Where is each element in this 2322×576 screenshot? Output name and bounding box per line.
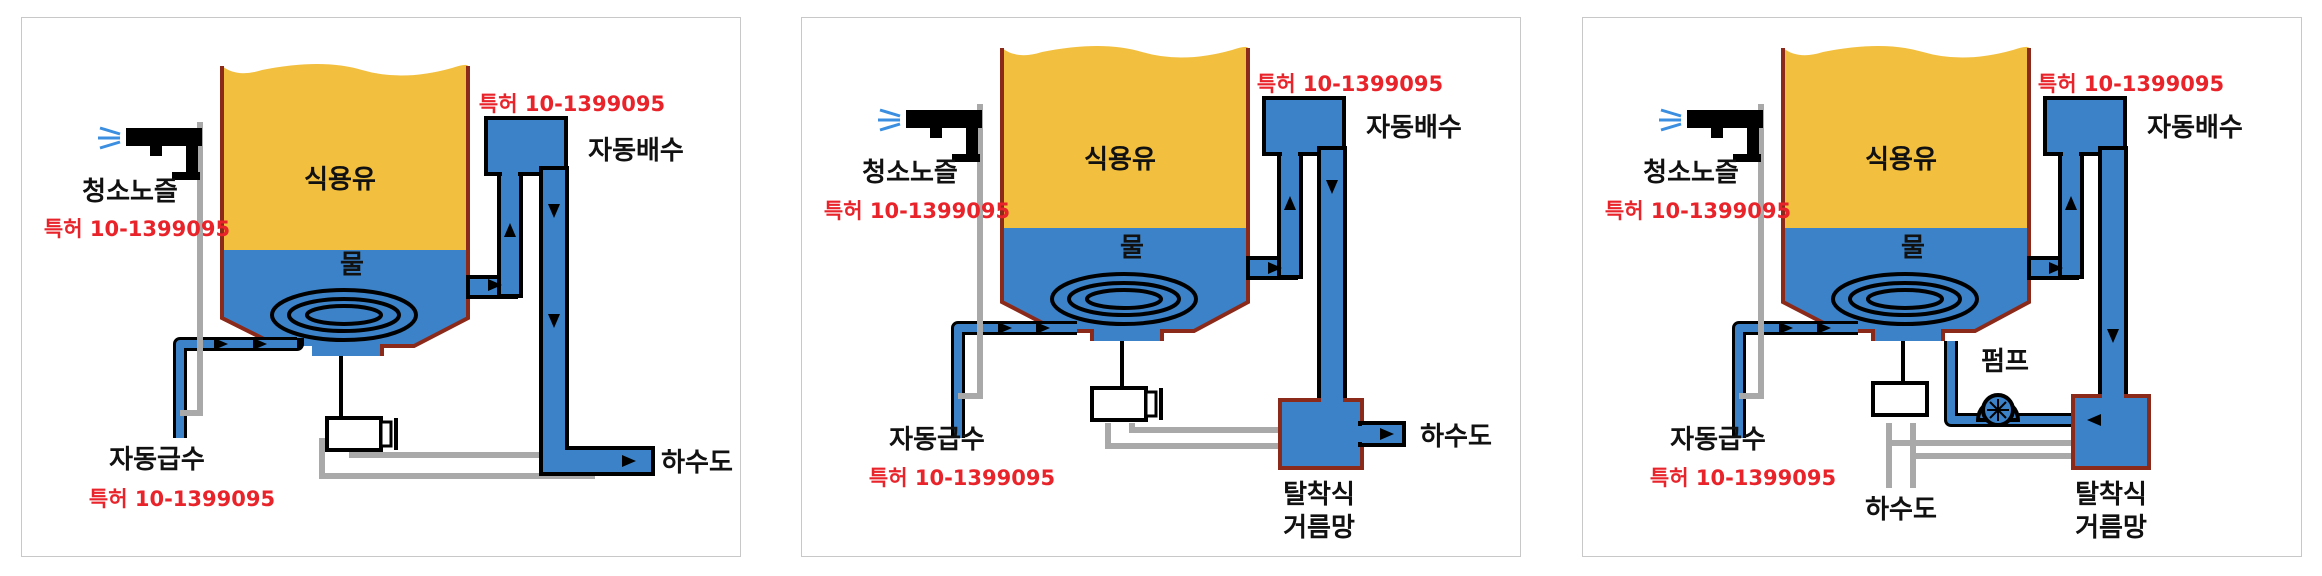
nozzle-patent: 특허 10-1399095 xyxy=(44,217,230,241)
tank-outline-right xyxy=(380,66,470,356)
oil-layer xyxy=(1783,46,2029,228)
flow-arrow-icon xyxy=(548,204,560,218)
nozzle-water-line xyxy=(958,104,983,399)
supply-patent: 특허 10-1399095 xyxy=(1650,466,1836,490)
auto-supply-label: 자동급수 xyxy=(1670,425,1766,455)
oil-label: 식용유 xyxy=(1865,145,1937,175)
auto-drain-pipe xyxy=(2027,96,2128,410)
tank-outline-right xyxy=(1941,48,2031,341)
flow-arrow-icon xyxy=(1326,180,1338,194)
sewer-label: 하수도 xyxy=(1865,495,1937,525)
swirl-icon xyxy=(270,288,418,342)
flow-arrow-icon xyxy=(548,314,560,328)
flow-arrow-icon xyxy=(1268,262,1282,274)
diagram-panel-2: 식용유 물 청소노즐 특허 10-1399095 특허 10-1399095 자… xyxy=(801,17,1521,557)
drain-line-2 xyxy=(1129,423,1282,433)
spray-nozzle-icon xyxy=(98,126,202,180)
diagram-panel-1: 식용유 물 청소노즐 특허 10-1399095 특허 10-1399095 자… xyxy=(21,17,741,557)
flow-arrow-icon xyxy=(1036,322,1050,334)
nozzle-water-line xyxy=(1739,104,1764,399)
valve-icon xyxy=(325,356,398,452)
flow-arrow-icon xyxy=(214,338,228,350)
auto-drain-pipe xyxy=(1246,96,1347,420)
auto-drain-label: 자동배수 xyxy=(2147,113,2243,143)
fryer-diagram-1: 식용유 물 청소노즐 특허 10-1399095 특허 10-1399095 자… xyxy=(44,64,733,511)
filter-label-line2: 거름망 xyxy=(1283,513,1355,543)
oil-label: 식용유 xyxy=(304,165,376,195)
supply-pipe-outline xyxy=(1732,321,1858,438)
flow-arrow-icon xyxy=(1380,428,1394,440)
drain-patent: 특허 10-1399095 xyxy=(479,92,665,116)
valve-icon xyxy=(1871,341,1929,417)
water-label: 물 xyxy=(1901,233,1925,263)
swirl-icon xyxy=(1831,272,1979,326)
supply-pipe xyxy=(954,324,1077,438)
tank-outline-right xyxy=(1160,48,1250,341)
drain-line xyxy=(1105,423,1282,449)
water-label: 물 xyxy=(1120,233,1144,263)
flow-arrow-icon xyxy=(998,322,1012,334)
nozzle-water-line xyxy=(180,122,203,416)
supply-pipe-outline xyxy=(951,321,1077,438)
oil-layer xyxy=(1002,46,1248,228)
flow-arrow-icon xyxy=(1284,196,1296,210)
filter-box xyxy=(1278,396,1406,470)
auto-drain-label: 자동배수 xyxy=(1366,113,1462,143)
oil-layer xyxy=(222,64,468,250)
flow-arrow-icon xyxy=(2065,196,2077,210)
nozzle-label: 청소노즐 xyxy=(1643,158,1739,188)
swirl-icon xyxy=(1050,272,1198,326)
pump-label: 펌프 xyxy=(1981,347,2029,377)
tank-outline-left xyxy=(220,66,279,348)
drain-patent: 특허 10-1399095 xyxy=(1257,72,1443,96)
sewer-label: 하수도 xyxy=(661,448,733,478)
flow-arrow-icon xyxy=(2049,262,2063,274)
drain-patent: 특허 10-1399095 xyxy=(2038,72,2224,96)
nozzle-label: 청소노즐 xyxy=(82,177,178,207)
nozzle-patent: 특허 10-1399095 xyxy=(824,199,1010,223)
supply-pipe xyxy=(1735,324,1858,438)
flow-arrow-icon xyxy=(253,338,267,350)
auto-drain-label: 자동배수 xyxy=(588,136,684,166)
water-label: 물 xyxy=(340,250,364,280)
fryer-diagram-3: 식용유 물 청소노즐 특허 10-1399095 특허 10-1399095 자… xyxy=(1605,46,2243,543)
flow-arrow-icon xyxy=(2087,414,2101,426)
filter-label-line2: 거름망 xyxy=(2075,513,2147,543)
fryer-diagram-2: 식용유 물 청소노즐 특허 10-1399095 특허 10-1399095 자… xyxy=(824,46,1492,543)
valve-icon xyxy=(1090,341,1163,422)
oil-label: 식용유 xyxy=(1084,145,1156,175)
diagram-panel-3: 식용유 물 청소노즐 특허 10-1399095 특허 10-1399095 자… xyxy=(1582,17,2302,557)
nozzle-patent: 특허 10-1399095 xyxy=(1605,199,1791,223)
sewer-label: 하수도 xyxy=(1420,422,1492,452)
auto-supply-label: 자동급수 xyxy=(109,445,205,475)
flow-arrow-icon xyxy=(2107,329,2119,343)
flow-arrow-icon xyxy=(488,279,502,291)
auto-supply-label: 자동급수 xyxy=(889,425,985,455)
spray-nozzle-icon xyxy=(878,108,982,162)
pump-icon xyxy=(1975,393,2021,427)
flow-arrow-icon xyxy=(1779,322,1793,334)
filter-label-line1: 탈착식 xyxy=(2075,480,2147,510)
supply-patent: 특허 10-1399095 xyxy=(89,487,275,511)
auto-drain-pipe xyxy=(466,116,655,476)
spray-nozzle-icon xyxy=(1659,108,1763,162)
flow-arrow-icon xyxy=(622,455,636,467)
filter-label-line1: 탈착식 xyxy=(1283,480,1355,510)
pump-pipe xyxy=(1947,341,2073,424)
nozzle-label: 청소노즐 xyxy=(862,158,958,188)
supply-patent: 특허 10-1399095 xyxy=(869,466,1055,490)
flow-arrow-icon xyxy=(1817,322,1831,334)
flow-arrow-icon xyxy=(504,223,516,237)
filter-box xyxy=(2071,392,2151,470)
